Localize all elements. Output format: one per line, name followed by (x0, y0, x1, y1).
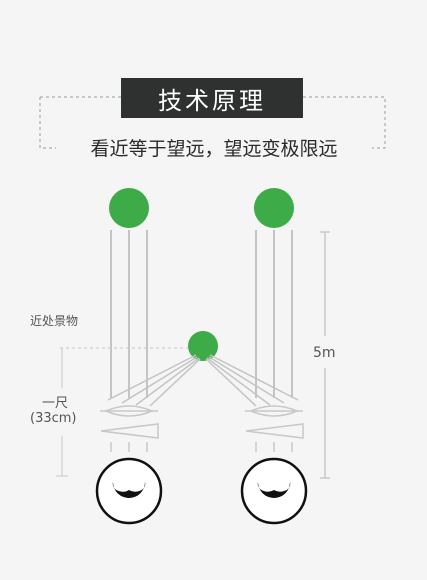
title-text: 技术原理 (158, 86, 266, 115)
one-chi-label: 一尺 (42, 396, 69, 411)
title-banner: 技术原理 (121, 78, 303, 118)
right-lens (245, 405, 304, 439)
right-eye (240, 457, 308, 525)
near-sight-lines (107, 354, 299, 407)
left-eye (95, 457, 163, 525)
one-chi-dimension (56, 348, 68, 477)
near-scene-label: 近处景物 (30, 314, 79, 328)
lens-dashes (110, 442, 293, 452)
cm-label: (33cm) (30, 411, 77, 426)
near-target (188, 331, 218, 361)
subtitle: 看近等于望远，望远变极限远 (56, 134, 372, 160)
far-target-right (254, 188, 294, 228)
five-m-dimension (320, 231, 330, 479)
left-lens (100, 405, 159, 439)
header-bracket (39, 96, 386, 149)
distance-label: 5m (313, 345, 336, 361)
far-target-left (109, 188, 149, 228)
far-sight-lines (110, 230, 293, 398)
